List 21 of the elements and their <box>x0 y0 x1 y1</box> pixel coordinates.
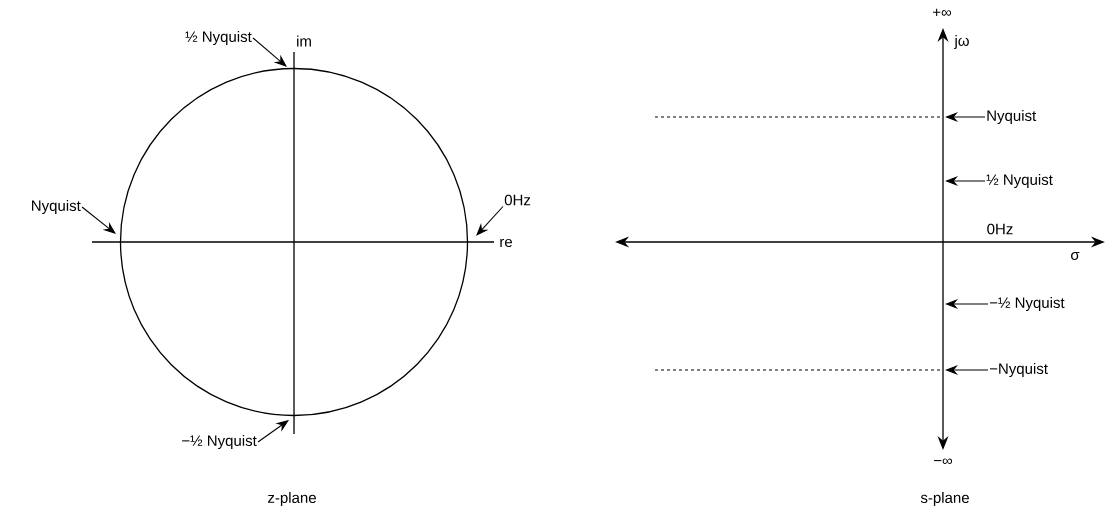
callout-text: Nyquist <box>987 110 1037 124</box>
axis-label: im <box>297 35 311 47</box>
callout-text: ½ Nyquist <box>185 31 252 45</box>
axis-label: −∞ <box>934 458 953 465</box>
axis-label: jω <box>954 35 969 49</box>
callout-text: −½ Nyquist <box>182 435 257 449</box>
leader-arrow <box>476 205 504 236</box>
plane-caption: s-plane <box>920 492 969 506</box>
leader-arrow <box>81 206 116 234</box>
axis-label: σ <box>1071 251 1080 260</box>
leader-arrow <box>257 420 289 443</box>
callout-text: Nyquist <box>32 200 81 214</box>
callout-text: −Nyquist <box>989 363 1048 377</box>
callout-text: 0Hz <box>504 194 531 206</box>
plane-caption: z-plane <box>268 492 316 506</box>
leader-arrow <box>252 37 287 67</box>
callout-text: −½ Nyquist <box>989 297 1065 311</box>
axis-label: re <box>500 238 512 248</box>
axis-label: 0Hz <box>987 223 1013 235</box>
callout-text: ½ Nyquist <box>986 174 1053 188</box>
axis-label: +∞ <box>933 8 952 16</box>
